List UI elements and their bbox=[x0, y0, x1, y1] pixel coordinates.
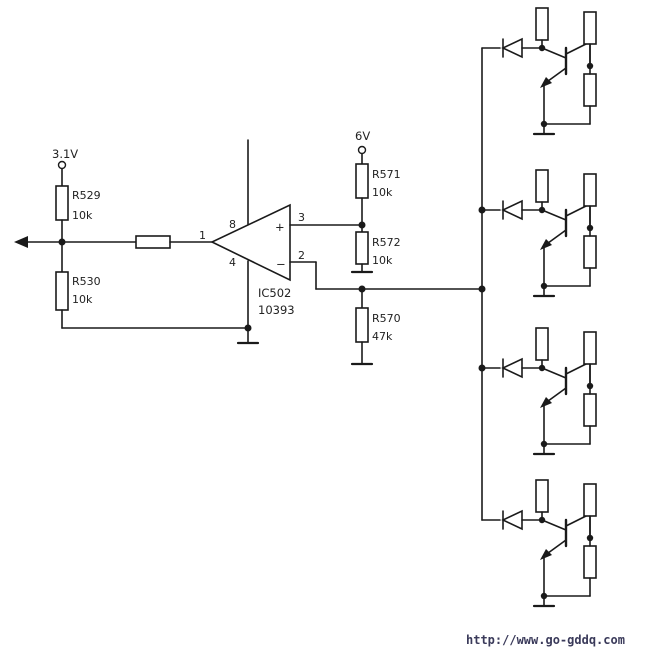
emitter-arrow-icon bbox=[540, 397, 552, 408]
resistor-collector-3 bbox=[583, 331, 597, 365]
resistor-r529 bbox=[55, 185, 69, 221]
pin8-label: 8 bbox=[229, 218, 236, 231]
diode-2 bbox=[501, 199, 523, 221]
output-arrow-icon bbox=[14, 236, 28, 248]
resistor-series bbox=[135, 235, 171, 249]
resistor-base-3 bbox=[535, 327, 549, 361]
resistor-emitter-3 bbox=[583, 393, 597, 427]
ic-reference: IC502 bbox=[258, 286, 291, 300]
resistor-r530 bbox=[55, 271, 69, 311]
diode-3 bbox=[501, 357, 523, 379]
watermark-url: http://www.go-gddq.com bbox=[466, 633, 625, 647]
label-3v1: 3.1V bbox=[52, 147, 78, 161]
opamp-ic502: + − 1 3 2 8 4 IC502 10393 bbox=[199, 139, 483, 345]
supply-terminal-3v1 bbox=[57, 160, 67, 170]
driver-stage-1 bbox=[481, 7, 597, 136]
driver-stage-4 bbox=[481, 479, 597, 608]
resistor-collector-1 bbox=[583, 11, 597, 45]
label-r571: R571 bbox=[372, 168, 401, 181]
diode-4 bbox=[501, 509, 523, 531]
resistor-base-4 bbox=[535, 479, 549, 513]
resistor-collector-2 bbox=[583, 173, 597, 207]
emitter-arrow-icon bbox=[540, 549, 552, 560]
resistor-r570 bbox=[355, 307, 369, 343]
resistor-base-2 bbox=[535, 169, 549, 203]
pin2-label: 2 bbox=[298, 249, 305, 262]
plus-sign: + bbox=[275, 220, 285, 234]
pin4-label: 4 bbox=[229, 256, 236, 269]
label-r572: R572 bbox=[372, 236, 401, 249]
emitter-arrow-icon bbox=[540, 239, 552, 250]
driver-stage-2 bbox=[481, 169, 597, 298]
pin3-label: 3 bbox=[298, 211, 305, 224]
label-6v: 6V bbox=[355, 129, 370, 143]
label-r529-value: 10k bbox=[72, 209, 93, 222]
pin1-label: 1 bbox=[199, 229, 206, 242]
emitter-arrow-icon bbox=[540, 77, 552, 88]
driver-stage-3 bbox=[481, 327, 597, 456]
ic-part-number: 10393 bbox=[258, 303, 295, 317]
diode-1 bbox=[501, 37, 523, 59]
label-r530: R530 bbox=[72, 275, 101, 288]
label-r530-value: 10k bbox=[72, 293, 93, 306]
left-divider: 3.1V R529 10k R530 10k bbox=[14, 147, 252, 332]
resistor-r572 bbox=[355, 231, 369, 265]
supply-terminal-6v bbox=[357, 145, 367, 155]
resistor-r571 bbox=[355, 163, 369, 199]
label-r570-value: 47k bbox=[372, 330, 393, 343]
resistor-emitter-2 bbox=[583, 235, 597, 269]
label-r572-value: 10k bbox=[372, 254, 393, 267]
resistor-emitter-4 bbox=[583, 545, 597, 579]
diode-bus bbox=[478, 47, 486, 521]
label-r529: R529 bbox=[72, 189, 101, 202]
resistor-emitter-1 bbox=[583, 73, 597, 107]
reference-divider: 6V R571 10k R572 10k R570 47k bbox=[350, 129, 401, 366]
resistor-collector-4 bbox=[583, 483, 597, 517]
driver-stages bbox=[481, 7, 597, 608]
opamp-triangle bbox=[210, 203, 291, 282]
label-r571-value: 10k bbox=[372, 186, 393, 199]
label-r570: R570 bbox=[372, 312, 401, 325]
minus-sign: − bbox=[276, 257, 286, 271]
resistor-base-1 bbox=[535, 7, 549, 41]
